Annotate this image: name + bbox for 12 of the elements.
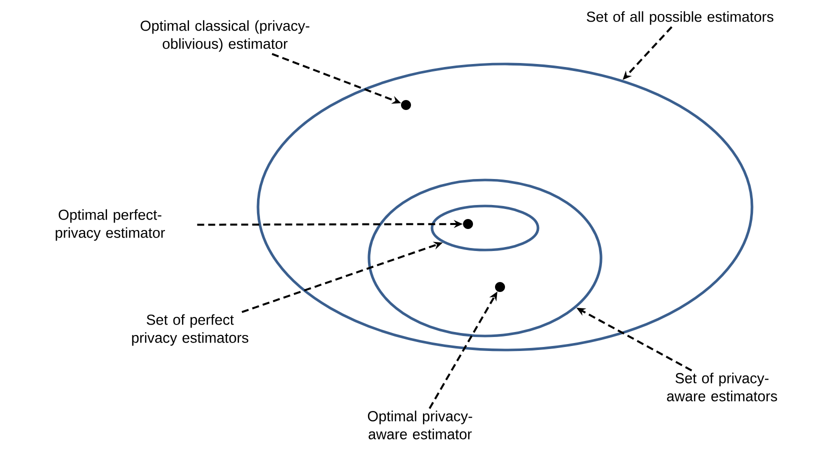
label-text: Set of all possible estimators: [586, 11, 774, 25]
label-text: Optimal classical (privacy-oblivious) estimator: [140, 20, 310, 52]
label-text: Optimal privacy-aware estimator: [368, 410, 472, 440]
label-text: Set of perfect privacy estimators: [132, 314, 248, 346]
dot: [463, 219, 473, 229]
ellipse-outline: [430, 204, 540, 252]
ellipse-outline: [256, 62, 754, 352]
ellipse-outline: [368, 178, 602, 338]
label-text: Optimal perfect-privacy estimator: [56, 209, 165, 241]
label-text: Set of privacy-aware estimators: [667, 372, 778, 402]
dot: [401, 100, 411, 110]
dot: [495, 282, 505, 292]
